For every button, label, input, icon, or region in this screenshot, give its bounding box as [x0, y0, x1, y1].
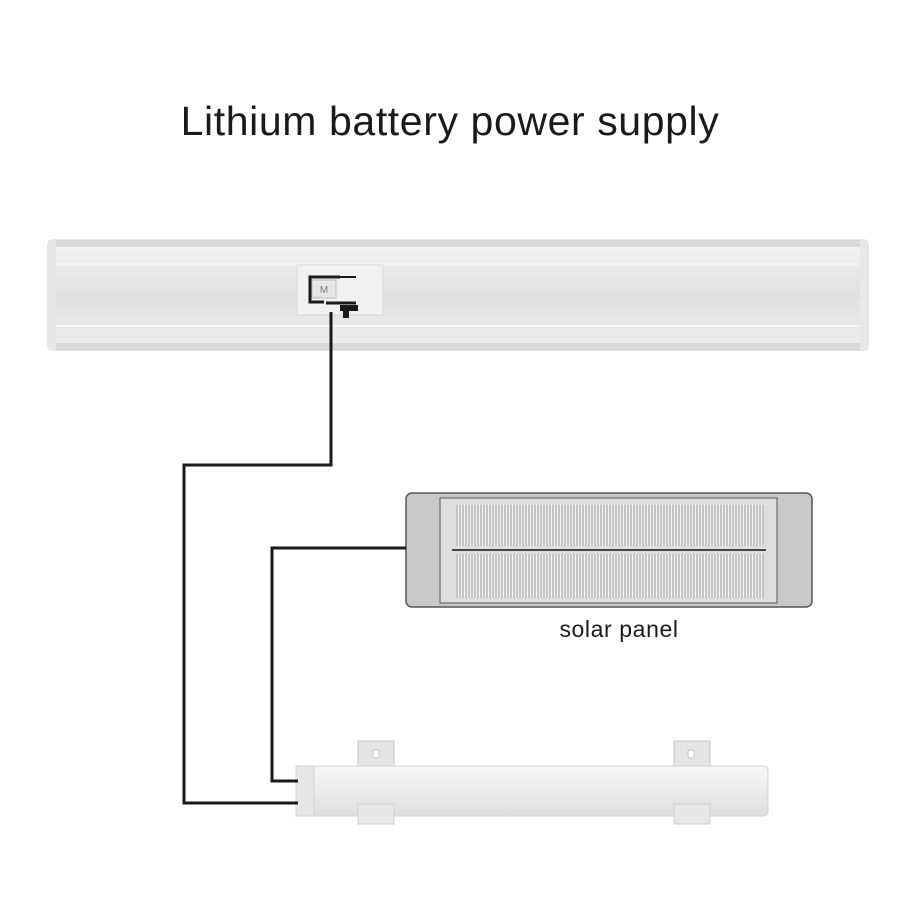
mode-switch: M — [296, 264, 384, 318]
wire-light-to-battery — [182, 312, 333, 805]
solar-panel — [405, 492, 813, 608]
battery-tube — [295, 740, 769, 825]
diagram-title: Lithium battery power supply — [180, 98, 720, 144]
dc-plug-icon — [340, 305, 358, 318]
solar-cells — [456, 505, 764, 598]
wire-panel-to-battery — [270, 546, 406, 783]
solar-panel-label: solar panel — [559, 616, 679, 642]
wires — [182, 312, 406, 805]
switch-letter: M — [320, 285, 328, 296]
light-bar — [47, 239, 869, 351]
